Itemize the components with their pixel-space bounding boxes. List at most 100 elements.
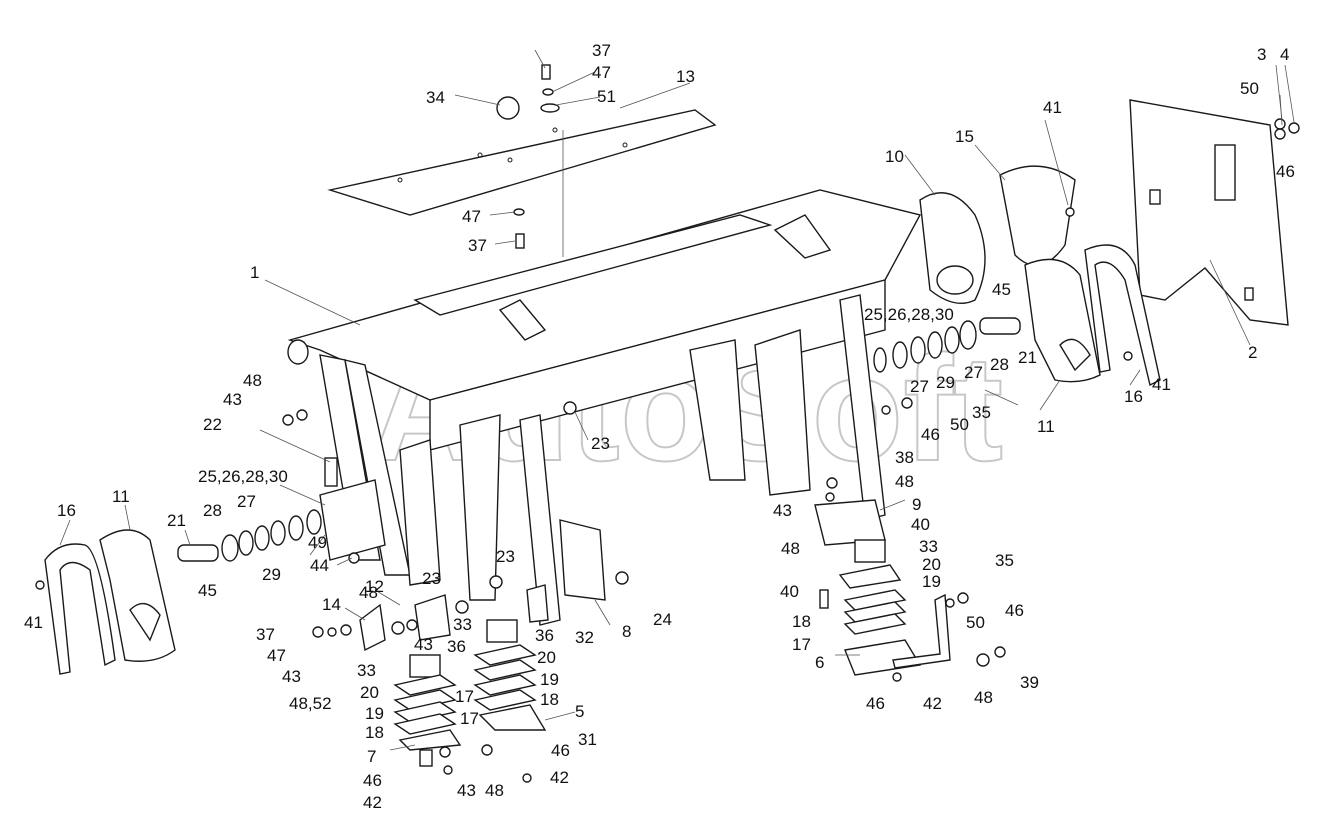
callout-48-c: 48 (485, 781, 504, 800)
callout-20-b: 20 (537, 648, 556, 667)
callout-11-left: 11 (112, 487, 130, 506)
callout-47-b: 47 (462, 207, 481, 226)
fastener-set (35, 118, 1300, 783)
u-bracket-left (44, 543, 116, 675)
callout-25-left: 25,26,28,30 (198, 467, 288, 486)
callout-43-e: 43 (773, 501, 792, 520)
callout-17-c: 17 (792, 635, 811, 654)
callout-23-a: 23 (591, 434, 610, 453)
callout-27-right: 27 (964, 363, 983, 382)
callout-36-b: 36 (447, 637, 466, 656)
callout-40-a: 40 (911, 515, 930, 534)
bracket-32 (526, 584, 549, 623)
callout-46-d: 46 (866, 694, 885, 713)
callout-10: 10 (885, 147, 904, 166)
callout-21-right: 21 (1018, 348, 1037, 367)
callout-14: 14 (322, 595, 341, 614)
callout-12: 12 (365, 577, 384, 596)
top-flange-washer (540, 103, 560, 113)
callout-23-c: 23 (422, 569, 441, 588)
callout-31: 31 (578, 730, 597, 749)
callout-21-left: 21 (167, 511, 186, 530)
callout-48-b: 48 (359, 583, 378, 602)
plate-8 (559, 519, 606, 601)
middle-mount-stack (473, 619, 547, 731)
callout-4: 4 (1280, 45, 1289, 64)
callout-41-right: 41 (1152, 375, 1171, 394)
callout-27-left: 27 (237, 492, 256, 511)
callout-1: 1 (250, 263, 259, 282)
callout-9: 9 (912, 495, 921, 514)
callout-22: 22 (203, 415, 222, 434)
callout-46-c: 46 (1005, 601, 1024, 620)
callout-43-d: 43 (457, 781, 476, 800)
callout-46-b: 46 (921, 425, 940, 444)
callout-6: 6 (815, 653, 824, 672)
top-cover-plate (327, 109, 717, 216)
callout-17-b: 17 (460, 709, 479, 728)
callout-19-b: 19 (540, 670, 559, 689)
callout-24: 24 (653, 610, 672, 629)
callout-42-c: 42 (923, 694, 942, 713)
side-panel-right (1129, 99, 1289, 326)
callout-36-a: 36 (535, 626, 554, 645)
right-ring-stack (873, 320, 977, 373)
callout-35-b: 35 (995, 551, 1014, 570)
bracket-14 (359, 603, 386, 652)
gasket-right (999, 165, 1076, 267)
callout-20-c: 20 (922, 555, 941, 574)
callout-50-a: 50 (1240, 79, 1259, 98)
top-washer (542, 88, 554, 96)
callout-19-a: 19 (365, 704, 384, 723)
lower-bolt (515, 233, 525, 249)
left-ring-stack (221, 509, 322, 562)
callout-3: 3 (1257, 45, 1266, 64)
callout-50-c: 50 (966, 613, 985, 632)
shaft-left (177, 544, 219, 562)
leader-lines (59, 49, 1295, 751)
callout-18-a: 18 (365, 723, 384, 742)
callout-29-left: 29 (262, 565, 281, 584)
bracket-12 (414, 594, 451, 641)
flange-cover-left-cutout (129, 602, 161, 642)
callout-40-b: 40 (780, 582, 799, 601)
callout-41-top: 41 (1043, 98, 1062, 117)
callout-45-left: 45 (198, 581, 217, 600)
callout-47-c: 47 (267, 646, 286, 665)
callout-27-mid: 27 (910, 377, 929, 396)
callout-20-a: 20 (360, 683, 379, 702)
lower-washer (513, 208, 525, 216)
main-frame (287, 189, 922, 626)
callout-13: 13 (676, 67, 695, 86)
callout-50-b: 50 (950, 415, 969, 434)
flange-cover-right-cutout (1059, 338, 1091, 372)
callout-18-c: 18 (792, 612, 811, 631)
shaft-right (979, 317, 1021, 335)
callout-48-f: 48 (974, 688, 993, 707)
cover-plate-right-hole (936, 265, 974, 295)
callout-48-a: 48 (243, 371, 262, 390)
cap-ball (496, 96, 520, 120)
callout-32: 32 (575, 628, 594, 647)
callout-39: 39 (1020, 673, 1039, 692)
callout-labels: 1 2 3 4 5 6 7 8 9 10 11 11 12 13 14 15 1… (24, 41, 1295, 812)
callout-28-left: 28 (203, 501, 222, 520)
callout-17-a: 17 (455, 687, 474, 706)
callout-7: 7 (367, 747, 376, 766)
callout-23-b: 23 (496, 547, 515, 566)
callout-44: 44 (310, 556, 329, 575)
callout-37-a: 37 (592, 41, 611, 60)
callout-48-e: 48 (781, 539, 800, 558)
callout-49: 49 (308, 533, 327, 552)
callout-33-a: 33 (453, 615, 472, 634)
left-mount-stack (393, 654, 462, 767)
callout-45-right: 45 (992, 280, 1011, 299)
callout-37-b: 37 (468, 236, 487, 255)
pin-left (324, 457, 338, 487)
top-bolt (541, 64, 551, 80)
callout-41-left: 41 (24, 613, 43, 632)
callout-46-f: 46 (363, 771, 382, 790)
callout-35-a: 35 (972, 403, 991, 422)
callout-11-right: 11 (1037, 417, 1055, 436)
